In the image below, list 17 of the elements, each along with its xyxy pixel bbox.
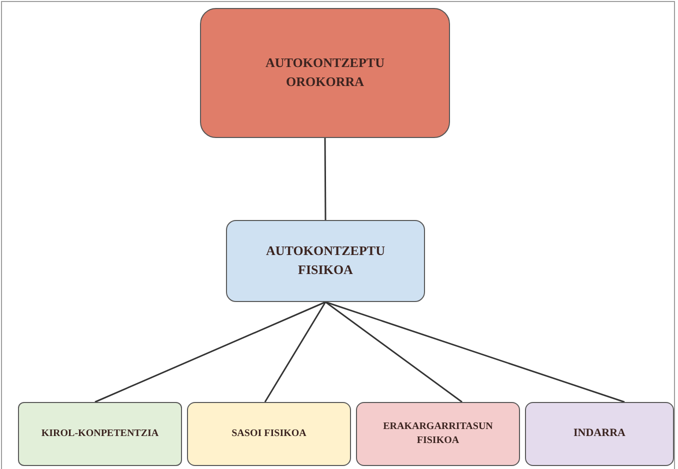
connector-line (325, 301, 625, 403)
node-label: AUTOKONTZEPTU OROKORRA (265, 54, 385, 91)
connector-line (325, 301, 462, 403)
connector-line (264, 302, 326, 402)
concept-box (356, 402, 520, 466)
node-label: ERAKARGARRITASUN FISIKOA (382, 420, 494, 448)
concept-box (525, 402, 674, 466)
concept-box (187, 402, 351, 466)
concept-box (226, 220, 425, 302)
node-label: SASOI FISIKOA (232, 426, 306, 441)
node-label: INDARRA (574, 426, 626, 442)
concept-box (200, 8, 450, 138)
node-label: AUTOKONTZEPTU FISIKOA (266, 242, 386, 279)
connector-line (324, 138, 326, 220)
node-label: KIROL-KONPETENTZIA (41, 426, 159, 441)
connector-line (94, 301, 326, 403)
concept-box (18, 402, 182, 466)
